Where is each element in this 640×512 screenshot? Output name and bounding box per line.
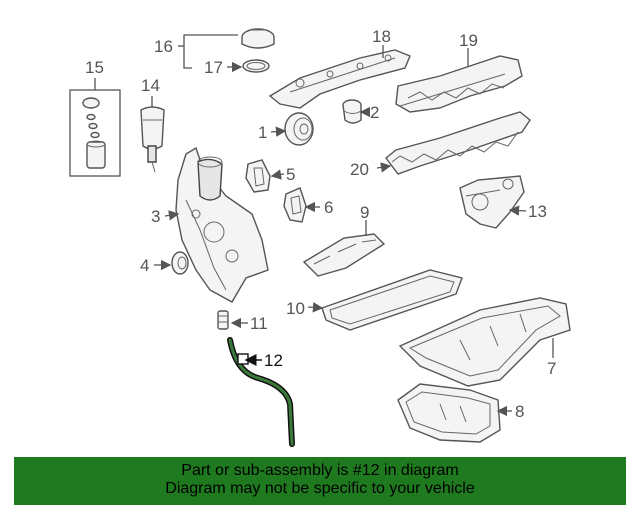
callout-6: 6: [324, 198, 333, 217]
part-2-mount[interactable]: [342, 99, 362, 124]
part-15-filter-kit[interactable]: [69, 89, 121, 177]
part-3-timing-cover[interactable]: [175, 146, 269, 303]
callout-10: 10: [286, 299, 305, 318]
part-13-oil-pump[interactable]: [459, 175, 525, 229]
part-12-dipstick-tube[interactable]: [227, 337, 295, 447]
banner-line-2: Diagram may not be specific to your vehi…: [165, 480, 475, 497]
callout-17: 17: [204, 58, 223, 77]
callout-3: 3: [151, 207, 160, 226]
part-18-intake-manifold[interactable]: [268, 49, 411, 109]
part-16-oil-filler-cap[interactable]: [241, 28, 275, 49]
callout-11: 11: [250, 314, 268, 333]
callout-14: 14: [141, 76, 160, 95]
callout-4: 4: [140, 256, 149, 275]
banner-line-1: Part or sub-assembly is #12 in diagram: [181, 462, 459, 479]
callout-8: 8: [515, 402, 524, 421]
part-14-oil-filter-housing[interactable]: [140, 96, 165, 173]
callout-15: 15: [85, 58, 104, 77]
callout-5: 5: [286, 165, 295, 184]
vehicle-fit-banner: Part or sub-assembly is #12 in diagram D…: [14, 457, 626, 505]
part-6-gasket[interactable]: [283, 187, 307, 223]
callout-13: 13: [528, 202, 547, 221]
part-11-dipstick-tube-fitting[interactable]: [217, 310, 229, 330]
part-7-upper-oil-pan[interactable]: [398, 297, 571, 387]
callout-1: 1: [258, 123, 267, 142]
part-9-oil-baffle[interactable]: [302, 233, 386, 277]
callout-7: 7: [547, 359, 556, 378]
part-20-valve-cover-gasket[interactable]: [385, 111, 531, 175]
part-19-cylinder-head-cover[interactable]: [395, 55, 523, 113]
callout-2: 2: [370, 103, 379, 122]
part-10-oil-pan-gasket[interactable]: [321, 269, 463, 331]
callout-20: 20: [350, 160, 369, 179]
part-5-gasket[interactable]: [245, 159, 271, 193]
callout-18: 18: [372, 27, 391, 46]
parts-diagram: 16 17 15 14 18 19 2 1 20 3 5 6 9 13 4 10…: [69, 27, 571, 447]
part-4-front-seal[interactable]: [171, 251, 189, 275]
part-1-pulley[interactable]: [284, 112, 314, 146]
part-8-lower-oil-pan[interactable]: [397, 383, 501, 443]
callout-16: 16: [154, 37, 173, 56]
callout-12: 12: [264, 351, 283, 370]
callout-19: 19: [459, 31, 478, 50]
callout-9: 9: [360, 203, 369, 222]
part-17-o-ring[interactable]: [242, 59, 270, 73]
